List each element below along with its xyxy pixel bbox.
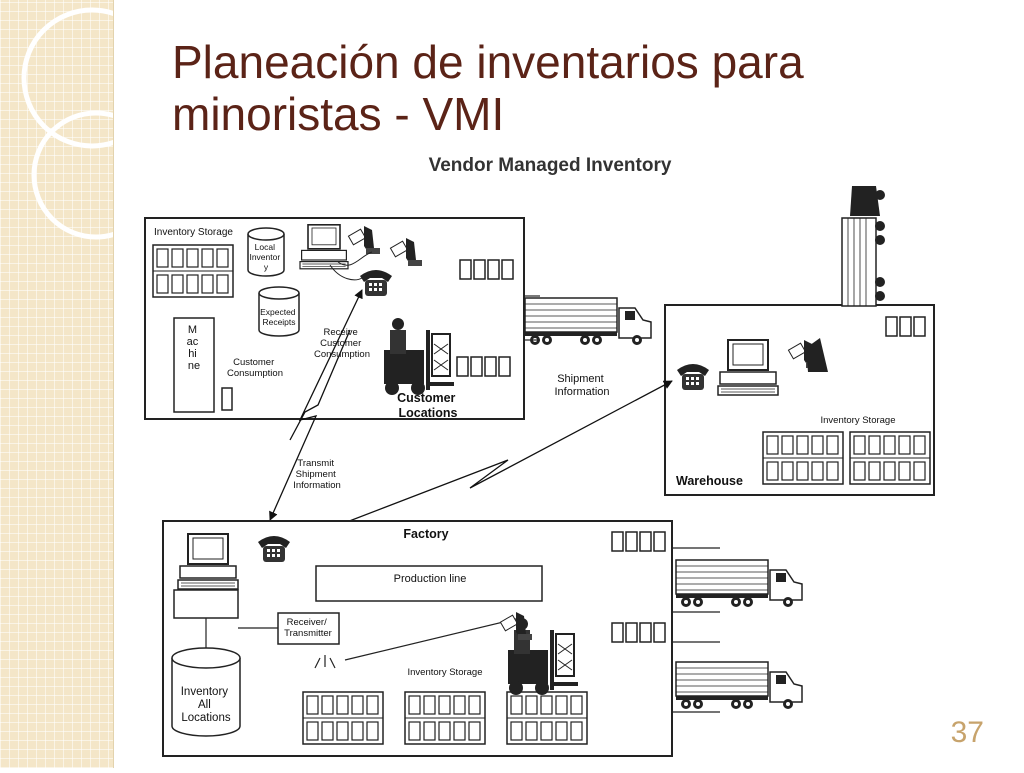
shipment-info-line2: Information: [554, 386, 609, 398]
customer-storage-rack: [152, 244, 234, 298]
inventory-all-line3: Locations: [181, 712, 230, 724]
customer-inventory-storage-label: Inventory Storage: [154, 227, 233, 238]
svg-text:M ac hi: M ac hi ne: [187, 324, 202, 372]
decorative-sidebar: [0, 0, 163, 768]
expected-receipts-database: Expected Receipts: [258, 286, 300, 337]
machine-line3: hi: [188, 348, 197, 360]
antenna-icon: [314, 655, 336, 669]
slide-title: Planeación de inventarios para minorista…: [172, 36, 972, 140]
svg-text:Shipment Information: Shipment Information: [554, 373, 609, 398]
diagram-title: Vendor Managed Inventory: [429, 155, 672, 176]
customer-consumption-line1: Customer: [233, 357, 274, 368]
receive-consumption-line1: Receive: [324, 327, 358, 338]
production-line: [315, 565, 543, 602]
truck-icon-factory-1: [675, 559, 803, 608]
customer-factory-link: [269, 289, 363, 521]
title-line-1: Planeación de inventarios para: [172, 36, 804, 88]
expected-receipts-line2: Receipts: [262, 317, 295, 327]
factory-inventory-storage-label: Inventory Storage: [408, 667, 483, 678]
transmit-line1: Transmit: [297, 458, 334, 469]
inventory-all-line2: All: [198, 699, 211, 711]
warehouse-label: Warehouse: [676, 474, 743, 488]
receive-consumption-line3: Consumption: [314, 349, 370, 360]
factory-box: Factory Production line Receiver/ Transm…: [162, 520, 673, 757]
page-number: 37: [950, 716, 984, 749]
factory-rack-3: [506, 691, 588, 745]
warehouse-scanner-icon-2: [806, 338, 828, 372]
customer-locations-line1: Customer: [397, 391, 455, 405]
consumption-item: [221, 387, 233, 411]
local-inventory-line3: y: [264, 262, 269, 272]
receive-consumption-line2: Customer: [320, 338, 361, 349]
machine: M ac hi ne: [173, 317, 215, 413]
transmit-line2: Shipment: [296, 469, 336, 480]
production-line-label: Production line: [394, 573, 467, 585]
warehouse-incoming-truck-icon: [841, 186, 885, 307]
truck-icon-factory-2: [675, 661, 803, 710]
customer-factory-link-2: [289, 329, 351, 441]
factory-label: Factory: [403, 527, 448, 541]
factory-cpu: [173, 589, 239, 619]
title-line-2: minoristas - VMI: [172, 88, 505, 140]
shipment-info-line1: Shipment: [557, 373, 603, 385]
warehouse-rack-2: [849, 431, 931, 485]
warehouse-computer-icon: [717, 339, 779, 396]
expected-receipts-line1: Expected: [260, 307, 296, 317]
machine-line1: M: [188, 324, 197, 336]
factory-rack-2: [404, 691, 486, 745]
local-inventory-database: Local Inventor y: [247, 227, 285, 277]
factory-rack-1: [302, 691, 384, 745]
receiver-line1: Receiver/: [287, 617, 327, 628]
svg-text:Customer Consumption: Customer Consumption: [227, 357, 283, 379]
customer-locations-line2: Locations: [398, 406, 457, 420]
customer-consumption-line2: Consumption: [227, 368, 283, 379]
warehouse-box: Inventory Storage Warehouse: [664, 186, 935, 496]
receiver-line2: Transmitter: [284, 628, 332, 639]
customer-computer-icon: [299, 224, 349, 270]
warehouse-bins-top: [885, 316, 926, 337]
warehouse-rack-1: [762, 431, 844, 485]
truck-icon-customer: [524, 297, 652, 346]
factory-warehouse-link: [299, 380, 673, 542]
warehouse-inventory-storage-label: Inventory Storage: [821, 415, 896, 426]
local-inventory-line1: Local: [255, 242, 275, 252]
factory-computer-icon: [177, 533, 239, 590]
machine-line2: ac: [187, 336, 199, 348]
svg-text:Inventory All: Inventory All Locations: [181, 686, 232, 724]
transmit-line3: Information: [293, 480, 341, 491]
customer-locations-box: Inventory Storage Local Inventor y Expec…: [144, 217, 525, 420]
inventory-all-locations-database: Inventory All Locations: [171, 647, 241, 737]
svg-text:Transmit Shipment Info: Transmit Shipment Information: [293, 458, 341, 491]
svg-text:Receiver/ Transmitter: Receiver/ Transmitter: [284, 617, 332, 639]
local-inventory-line2: Inventor: [249, 252, 280, 262]
machine-line4: ne: [188, 360, 200, 372]
svg-text:Customer Locations: Customer Locations: [397, 391, 459, 420]
svg-text:Expected Receipts: Expected Receipts: [260, 307, 298, 327]
inventory-all-line1: Inventory: [181, 686, 229, 698]
svg-text:Local Inventor: Local Inventor y: [249, 242, 282, 272]
